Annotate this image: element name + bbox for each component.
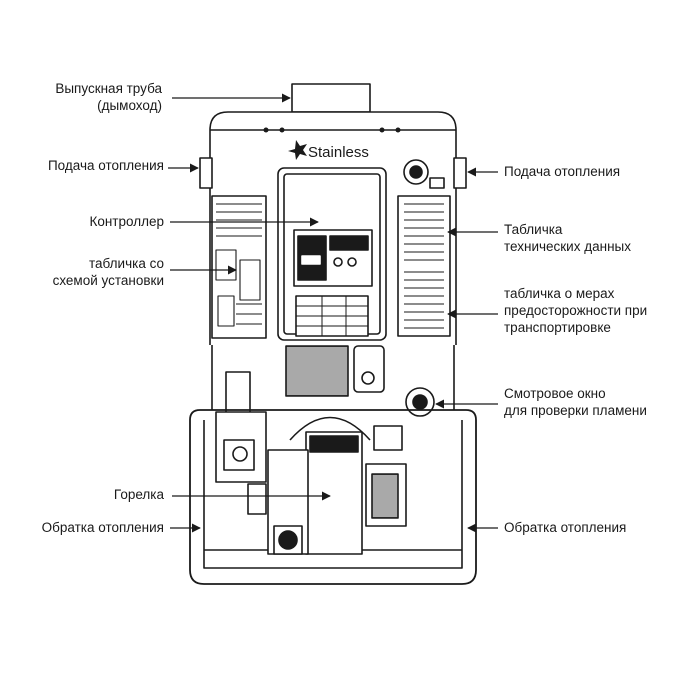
label-controller: Контроллер: [89, 214, 164, 229]
label-exhaust-pipe-line1: Выпускная труба: [55, 81, 162, 96]
label-install-diagram-line2: схемой установки: [52, 273, 164, 288]
label-install-diagram-line1: табличка со: [89, 256, 164, 271]
label-heating-return-left: Обратка отопления: [41, 520, 164, 535]
label-tech-data-line1: Табличка: [504, 222, 563, 237]
heating-supply-pipe-left: [199, 157, 213, 189]
label-flame-window-line2: для проверки пламени: [504, 403, 647, 418]
brand-logo-icon: [288, 140, 307, 160]
label-transport-line1: табличка о мерах: [504, 286, 615, 301]
label-heating-supply-right: Подача отопления: [504, 164, 621, 179]
label-transport-plate: табличка о мерах предосторожности при тр…: [504, 285, 647, 336]
label-tech-data-line2: технических данных: [504, 239, 631, 254]
exhaust-pipe: [291, 83, 371, 113]
label-heating-supply-left: Подача отопления: [47, 158, 164, 173]
tech-data-plate: [397, 195, 451, 337]
brand-name: Stainless: [308, 144, 369, 161]
label-install-diagram-plate: табличка со схемой установки: [53, 255, 164, 289]
install-diagram-plate: [211, 195, 267, 339]
base-frame: [189, 409, 477, 585]
gas-valve: [225, 371, 251, 419]
heating-supply-pipe-right: [453, 157, 467, 189]
vent-grill: [285, 345, 349, 397]
label-flame-window: Смотровое окно для проверки пламени: [504, 385, 647, 419]
label-tech-data-plate: Табличка технических данных: [504, 221, 631, 255]
label-flame-window-line1: Смотровое окно: [504, 386, 606, 401]
label-heating-return-right: Обратка отопления: [504, 520, 627, 535]
label-transport-line2: предосторожности при: [504, 303, 648, 318]
label-exhaust-pipe: Выпускная труба (дымоход): [55, 80, 162, 114]
label-exhaust-pipe-line2: (дымоход): [97, 98, 162, 113]
label-transport-line3: транспортировке: [504, 320, 611, 335]
label-burner: Горелка: [113, 487, 164, 502]
